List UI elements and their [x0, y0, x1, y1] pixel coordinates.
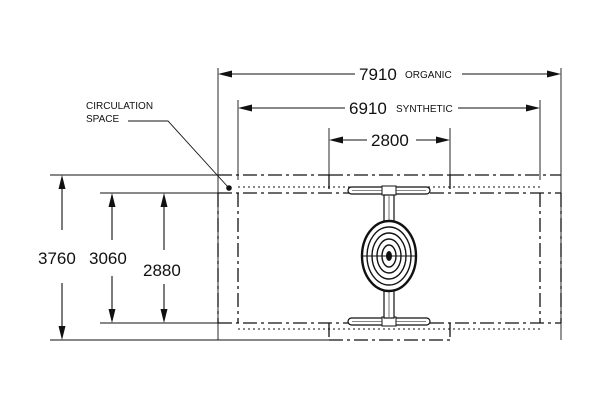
dimension-value-organic: 7910: [359, 65, 397, 84]
arrowhead-down: [58, 326, 66, 340]
dimension-2800: 2800: [329, 131, 450, 150]
arrowhead-left: [218, 70, 232, 78]
arrowhead-right: [436, 136, 450, 144]
dimension-value-3760: 3760: [38, 249, 76, 268]
arrowhead-up: [58, 175, 66, 189]
play-equipment: [347, 185, 431, 327]
arrowhead-up: [108, 193, 116, 207]
arrowhead-left: [329, 136, 343, 144]
callout-label-line1: CIRCULATION: [86, 101, 153, 112]
bottom-protrusion: [328, 323, 451, 341]
dimension-value-synthetic: 6910: [349, 99, 387, 118]
dimension-value-2880: 2880: [143, 261, 181, 280]
outer-safety-zone: [217, 192, 562, 324]
dimension-3060: 3060: [89, 193, 127, 323]
circulation-space-callout: CIRCULATION SPACE: [86, 101, 232, 191]
dimension-3760: 3760: [38, 175, 76, 340]
dimension-value-3060: 3060: [89, 249, 127, 268]
arrowhead-down: [160, 309, 168, 323]
dimension-synthetic: 6910 SYNTHETIC: [238, 99, 540, 118]
central-dish: [360, 219, 418, 293]
dimension-label-organic: ORGANIC: [405, 70, 452, 81]
arrowhead-down: [108, 309, 116, 323]
dimension-value-2800: 2800: [371, 131, 409, 150]
arrowhead-right: [526, 104, 540, 112]
top-protrusion: [218, 174, 561, 193]
dimension-organic: 7910 ORGANIC: [218, 65, 561, 84]
callout-leader-dot: [226, 185, 232, 191]
dimension-label-synthetic: SYNTHETIC: [396, 104, 453, 115]
callout-label-line2: SPACE: [86, 114, 119, 125]
top-bracket: [381, 185, 397, 196]
callout-leader-line: [128, 120, 229, 188]
arrowhead-up: [160, 193, 168, 207]
dimension-2880: 2880: [143, 193, 181, 323]
arrowhead-left: [238, 104, 252, 112]
arrowhead-right: [547, 70, 561, 78]
